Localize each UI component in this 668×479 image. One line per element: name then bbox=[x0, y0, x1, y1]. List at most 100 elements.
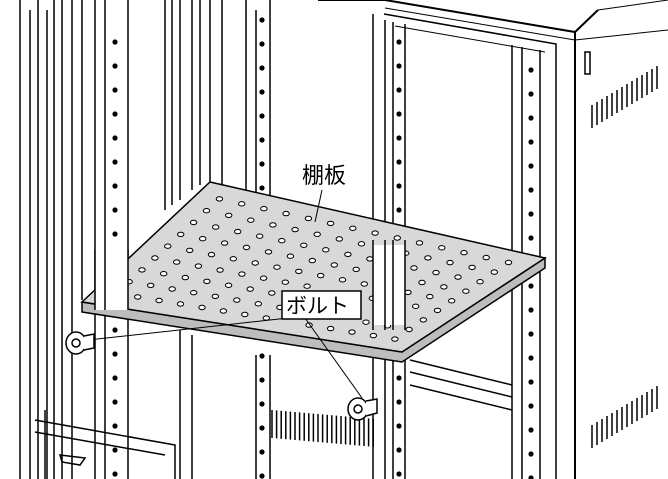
cabinet-body bbox=[318, 0, 668, 479]
shelf-hole bbox=[199, 236, 207, 242]
shelf-hole bbox=[281, 279, 289, 285]
shelf-hole bbox=[220, 240, 229, 246]
rack-hole bbox=[396, 183, 402, 189]
shelf-hole bbox=[202, 208, 211, 214]
shelf-hole bbox=[405, 326, 413, 333]
shelf-hole bbox=[419, 317, 427, 323]
shelf-hole bbox=[313, 231, 321, 238]
shelf-hole bbox=[410, 265, 418, 271]
rack-hole bbox=[259, 473, 265, 479]
shelf-hole bbox=[424, 255, 432, 261]
rack-hole bbox=[112, 207, 118, 213]
left-frame bbox=[19, 0, 271, 479]
rack-hole bbox=[259, 401, 265, 407]
rack-hole bbox=[528, 451, 534, 457]
rack-hole bbox=[112, 111, 118, 117]
rack-hole bbox=[112, 423, 118, 429]
rack-hole bbox=[528, 91, 534, 97]
shelf-hole bbox=[264, 249, 273, 255]
shelf-hole bbox=[181, 274, 190, 281]
shelf-hole bbox=[468, 264, 476, 271]
shelf-hole bbox=[176, 301, 185, 307]
shelf-hole bbox=[246, 286, 254, 292]
rack-hole bbox=[112, 159, 118, 165]
rack-hole bbox=[528, 283, 534, 289]
rack-hole bbox=[528, 379, 534, 385]
rail-overlap bbox=[94, 240, 406, 330]
shelf-hole bbox=[160, 271, 168, 277]
shelf-hole bbox=[490, 269, 498, 275]
rack-hole bbox=[528, 211, 534, 217]
shelf-hole bbox=[418, 279, 426, 286]
shelf-hole bbox=[278, 238, 286, 244]
rack-hole bbox=[396, 207, 402, 213]
rack-hole bbox=[259, 17, 265, 23]
rack-hole bbox=[528, 403, 534, 409]
shelf-hole bbox=[190, 290, 198, 296]
bolt-label: ボルト bbox=[286, 294, 349, 318]
shelf-hole bbox=[432, 269, 440, 276]
shelf-hole bbox=[412, 303, 420, 309]
shelf-hole bbox=[186, 247, 194, 254]
shelf-hole bbox=[335, 236, 343, 242]
shelf-hole bbox=[194, 263, 203, 269]
shelf-hole bbox=[207, 251, 216, 258]
shelf-hole bbox=[360, 281, 368, 287]
shelf-hole bbox=[330, 262, 338, 268]
shelf-hole bbox=[211, 293, 220, 300]
shelf-hole bbox=[404, 289, 412, 296]
rack-hole bbox=[396, 375, 402, 381]
shelf-hole bbox=[138, 267, 146, 273]
shelf-hole bbox=[357, 241, 366, 247]
shelf-hole bbox=[362, 319, 370, 325]
rack-hole bbox=[259, 185, 265, 191]
shelf-hole bbox=[366, 256, 374, 262]
shelf-hole bbox=[234, 228, 242, 235]
shelf-hole bbox=[446, 259, 454, 266]
shelf-hole bbox=[238, 271, 246, 277]
shelf-hole bbox=[151, 255, 159, 261]
rack-hole bbox=[528, 163, 534, 169]
rack-hole bbox=[259, 353, 265, 359]
shelf-hole bbox=[460, 250, 468, 256]
shelf-hole bbox=[371, 230, 379, 236]
shelf-hole bbox=[268, 290, 276, 296]
rack-hole bbox=[396, 63, 402, 69]
shelf-hole bbox=[259, 275, 268, 281]
shelf-hole bbox=[308, 257, 316, 264]
rack-hole bbox=[259, 377, 265, 383]
shelf-hole bbox=[168, 286, 176, 292]
rack-hole bbox=[528, 139, 534, 145]
rack-hole bbox=[112, 375, 118, 381]
shelf-hole bbox=[462, 288, 470, 294]
shelf-hole bbox=[322, 247, 330, 253]
shelf-hole bbox=[164, 243, 172, 249]
shelf-hole bbox=[303, 283, 311, 289]
rack-hole bbox=[396, 111, 402, 117]
rack-hole bbox=[396, 471, 402, 477]
rack-hole bbox=[528, 307, 534, 313]
shelf-hole bbox=[391, 336, 399, 342]
shelf-hole bbox=[295, 268, 303, 275]
rack-hole bbox=[259, 41, 265, 47]
shelf-hole bbox=[215, 196, 224, 202]
shelf-hole bbox=[189, 219, 198, 226]
bottom-vent-strip bbox=[271, 410, 374, 447]
rack-hole bbox=[112, 471, 118, 477]
shelf-hole bbox=[203, 278, 211, 285]
shelf-hole bbox=[251, 260, 259, 266]
rack-hole bbox=[396, 87, 402, 93]
bolt-label-box bbox=[281, 290, 362, 320]
rack-hole bbox=[259, 425, 265, 431]
shelf-hole bbox=[415, 240, 424, 246]
shelf-hole bbox=[247, 217, 255, 223]
shelf-hole bbox=[241, 311, 249, 318]
shelf-hole bbox=[229, 256, 238, 262]
rack-hole bbox=[528, 235, 534, 241]
rack-hole bbox=[112, 39, 118, 45]
rack-hole bbox=[528, 427, 534, 433]
rack-hole bbox=[259, 449, 265, 455]
rack-hole bbox=[396, 423, 402, 429]
shelf-hole bbox=[448, 298, 456, 304]
